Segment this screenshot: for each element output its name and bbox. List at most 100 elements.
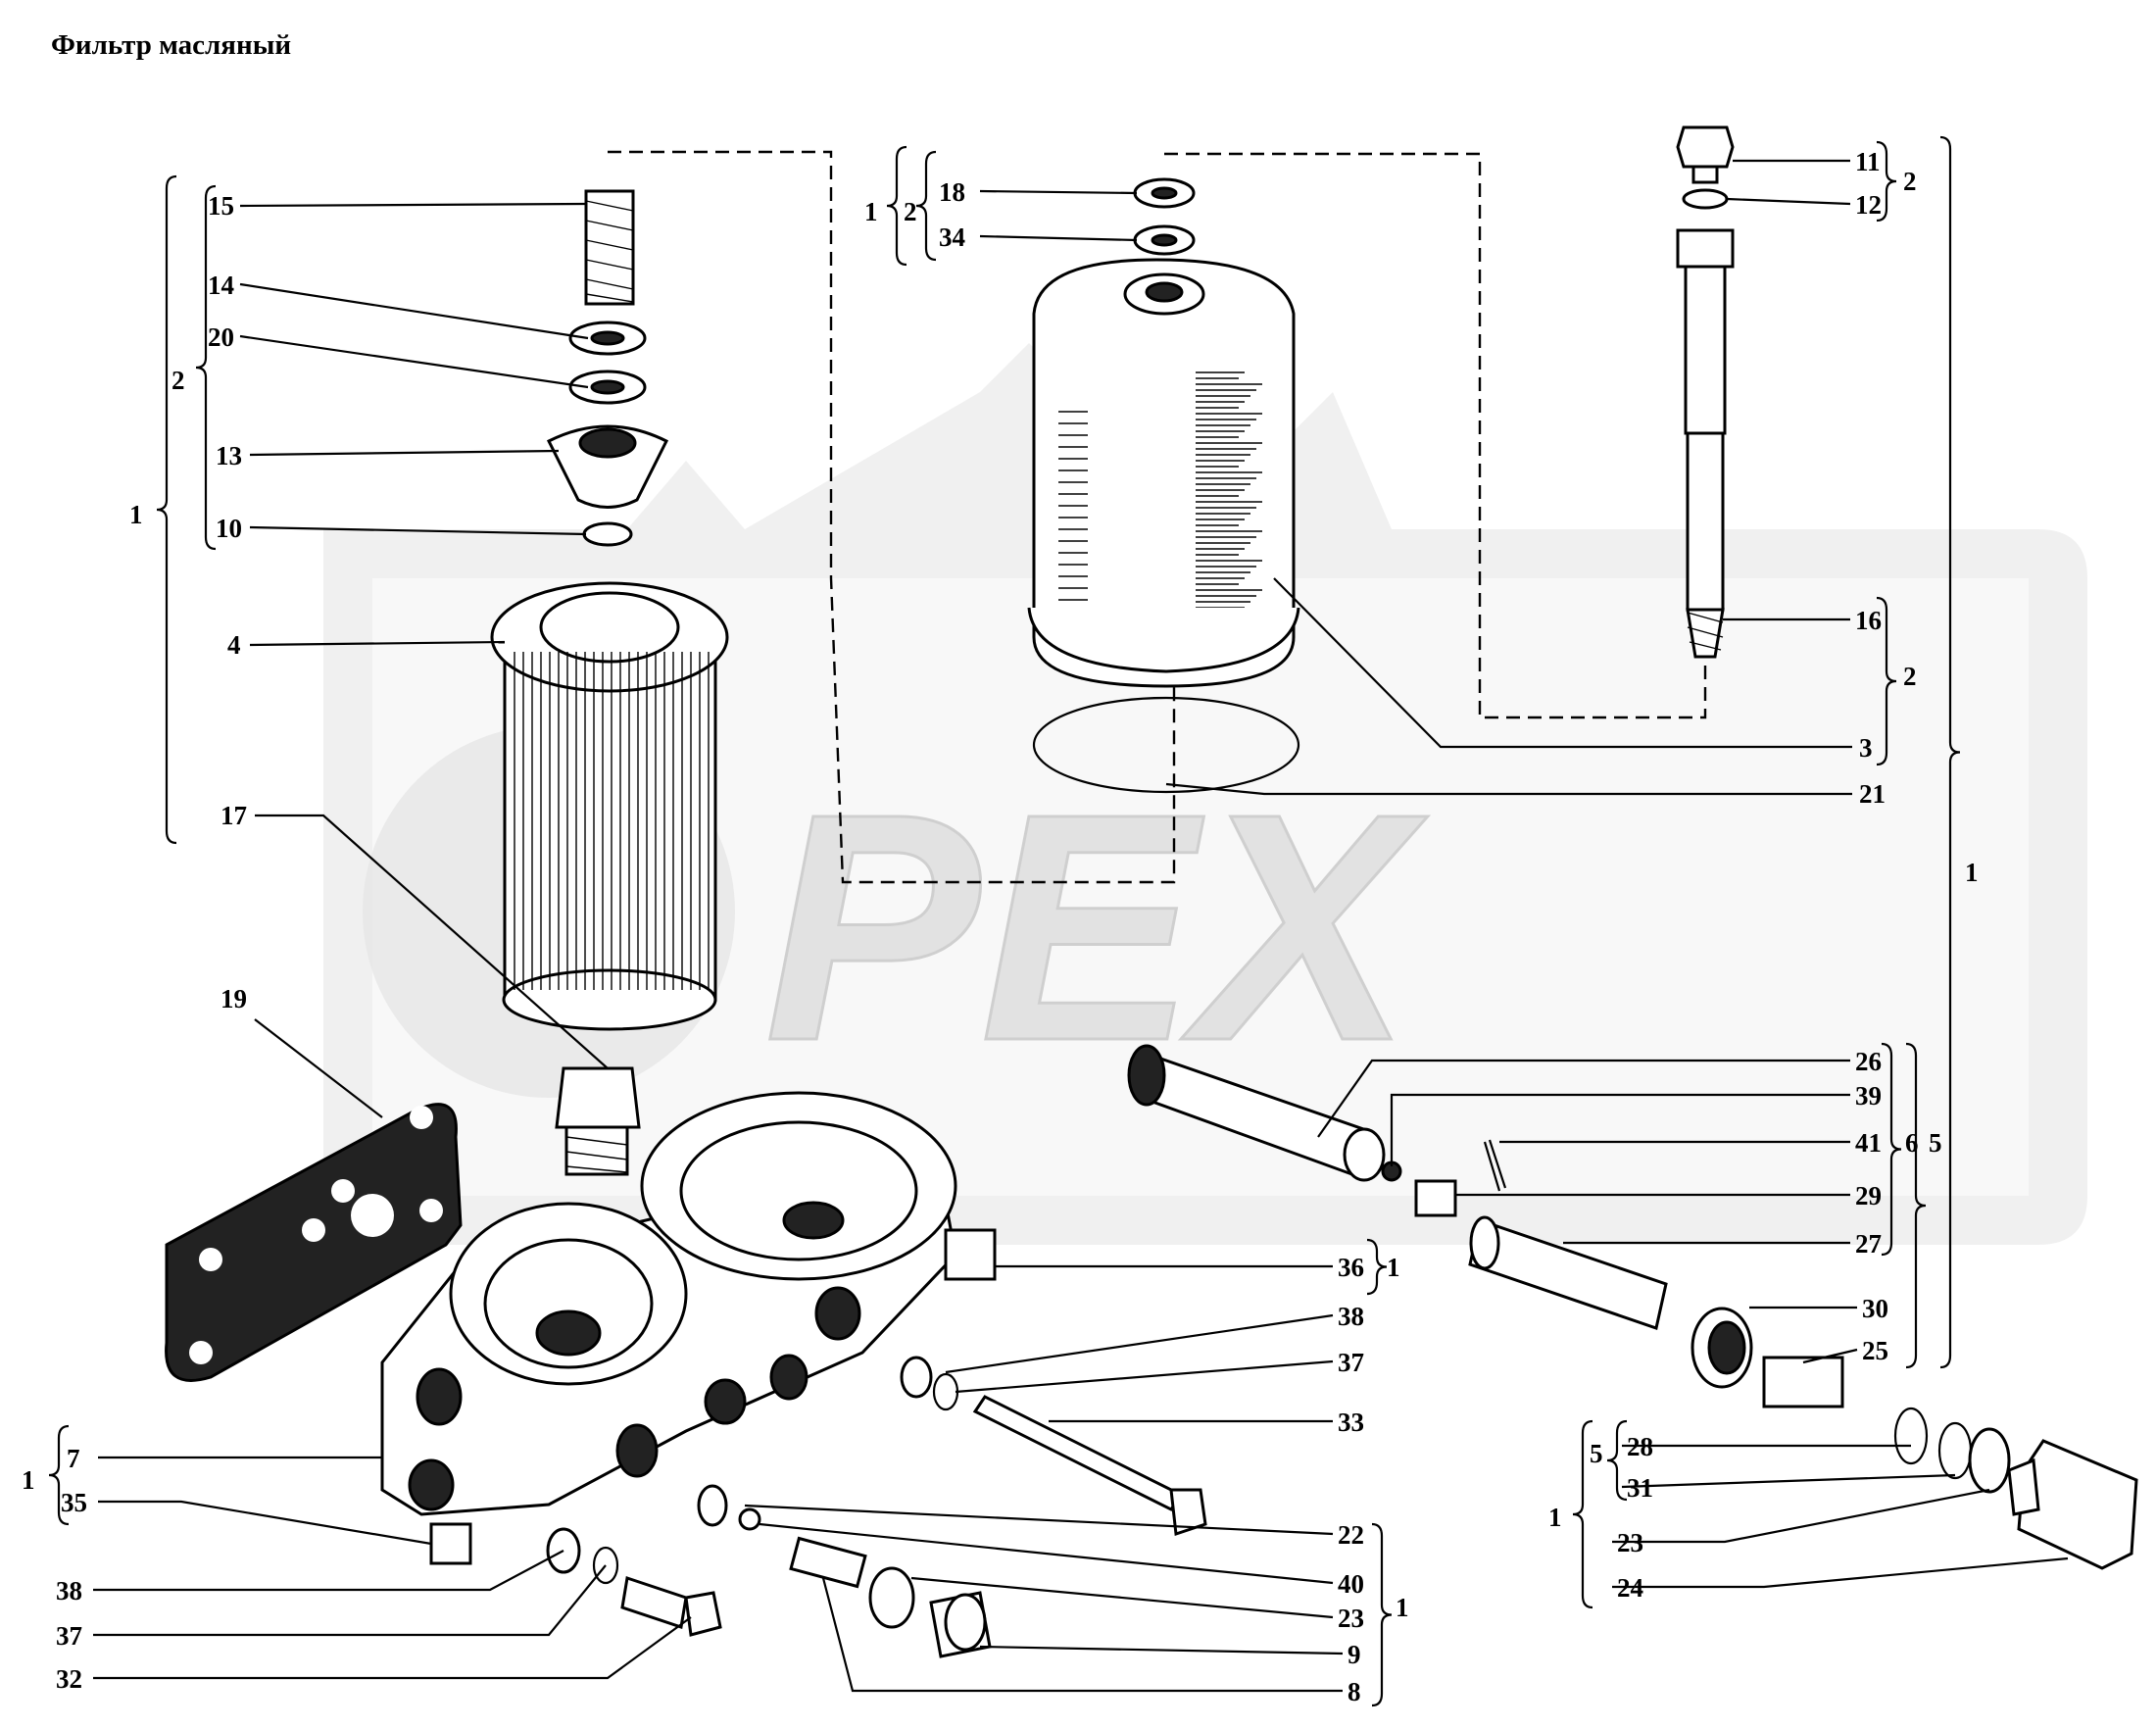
lock-washer-37-lower <box>592 1546 619 1585</box>
brace-label-2-bolt: 2 <box>1903 167 1917 196</box>
filter-element-4 <box>490 581 729 1031</box>
grouping-braces <box>48 135 1961 1707</box>
cotter-pin-41 <box>1483 1139 1507 1192</box>
valve-plug-17 <box>555 1066 641 1176</box>
spring-29 <box>1414 1179 1457 1217</box>
brace-label-1-top: 1 <box>864 197 878 226</box>
brace-label-5-bottom: 5 <box>1590 1439 1603 1468</box>
callout-22: 22 <box>1338 1520 1364 1550</box>
dashed-outline-left <box>608 150 1176 884</box>
leader-line <box>1726 197 1851 206</box>
leader-line <box>93 1616 692 1680</box>
grouping-brace <box>1606 1419 1628 1502</box>
leader-line <box>255 814 609 1069</box>
watermark-logo: PEX <box>323 323 2087 1245</box>
callout-25: 25 <box>1862 1336 1888 1365</box>
washer-12 <box>1682 188 1729 210</box>
diagram-title: Фильтр масляный <box>51 29 292 61</box>
grouping-brace <box>195 184 217 551</box>
leader-line <box>979 189 1138 195</box>
callout-18: 18 <box>939 177 965 207</box>
leader-line <box>254 1018 383 1118</box>
plug-9 <box>929 1591 992 1658</box>
leader-lines <box>93 159 2069 1693</box>
callout-15: 15 <box>208 191 234 221</box>
washer-38-upper <box>900 1356 933 1399</box>
leader-line <box>249 525 587 536</box>
callout-14: 14 <box>208 271 234 300</box>
callout-38-upper: 38 <box>1338 1302 1364 1331</box>
filter-head-body-7 <box>380 1091 957 1516</box>
washer-23-right <box>1968 1427 2011 1494</box>
grouping-brace <box>886 145 907 267</box>
spring-25 <box>1762 1356 1844 1408</box>
callout-40: 40 <box>1338 1569 1364 1599</box>
piston-27 <box>1468 1215 1668 1330</box>
leader-line <box>979 234 1138 242</box>
callout-35: 35 <box>61 1488 87 1517</box>
leader-line <box>239 282 589 340</box>
leader-line <box>1621 1473 1956 1489</box>
leader-line <box>1802 1348 1858 1364</box>
grouping-brace <box>1572 1419 1593 1609</box>
leader-line <box>955 1359 1334 1394</box>
leader-line <box>744 1504 1334 1536</box>
grouping-brace <box>156 174 177 845</box>
spring-8 <box>789 1536 867 1589</box>
leader-line <box>910 1576 1334 1619</box>
watermark-text: PEX <box>764 746 1428 1108</box>
callout-17: 17 <box>220 801 247 830</box>
leader-line <box>1165 782 1852 796</box>
plug-24 <box>2007 1439 2138 1570</box>
grouping-brace <box>915 150 937 262</box>
spring-15 <box>584 189 635 306</box>
leader-line <box>1273 577 1852 749</box>
callout-12: 12 <box>1855 190 1882 220</box>
leader-line <box>1612 1488 1990 1544</box>
leader-line <box>759 1522 1334 1585</box>
callout-39: 39 <box>1855 1081 1882 1111</box>
washer-23-bottom <box>868 1566 915 1629</box>
grouping-brace <box>1371 1522 1393 1707</box>
grouping-brace <box>1366 1238 1388 1296</box>
brace-label-2-rod: 2 <box>1903 662 1917 691</box>
callout-11: 11 <box>1855 147 1881 176</box>
bolt-32 <box>620 1576 722 1637</box>
callout-38-lower: 38 <box>56 1576 82 1606</box>
valve-13 <box>546 424 669 509</box>
grouping-brace <box>1881 1042 1902 1257</box>
center-rod-16 <box>1676 228 1735 659</box>
brace-label-2-top: 2 <box>904 197 917 226</box>
brace-label-5: 5 <box>1929 1128 1942 1158</box>
washer-28 <box>1893 1407 1929 1465</box>
callout-10: 10 <box>216 514 242 543</box>
callout-23-bottom: 23 <box>1338 1604 1364 1633</box>
seat-22 <box>697 1484 728 1527</box>
leader-line <box>1390 1093 1850 1166</box>
leader-line <box>98 1500 432 1546</box>
brace-label-1-bottom-right: 1 <box>1548 1503 1562 1532</box>
valve-body-26 <box>1127 1044 1386 1182</box>
callout-24: 24 <box>1617 1573 1643 1603</box>
gasket-19 <box>165 1103 463 1382</box>
plug-36 <box>944 1228 997 1281</box>
callout-29: 29 <box>1855 1181 1882 1210</box>
leader-line <box>239 334 589 389</box>
grouping-brace <box>1876 140 1897 222</box>
callout-36: 36 <box>1338 1253 1364 1282</box>
callout-33: 33 <box>1338 1408 1364 1437</box>
callout-37-upper: 37 <box>1338 1348 1364 1377</box>
callout-4: 4 <box>227 630 241 660</box>
callout-31: 31 <box>1627 1473 1653 1503</box>
leader-line <box>979 1645 1344 1655</box>
leader-line <box>821 1577 1343 1693</box>
dashed-outline-center <box>1164 152 1707 719</box>
leader-line <box>945 1313 1334 1374</box>
ring-10 <box>582 521 633 547</box>
grouping-brace <box>48 1424 70 1526</box>
grouping-brace <box>1939 135 1961 1369</box>
brace-label-6: 6 <box>1905 1128 1919 1158</box>
brace-label-2-left: 2 <box>172 366 185 395</box>
callout-16: 16 <box>1855 606 1882 635</box>
